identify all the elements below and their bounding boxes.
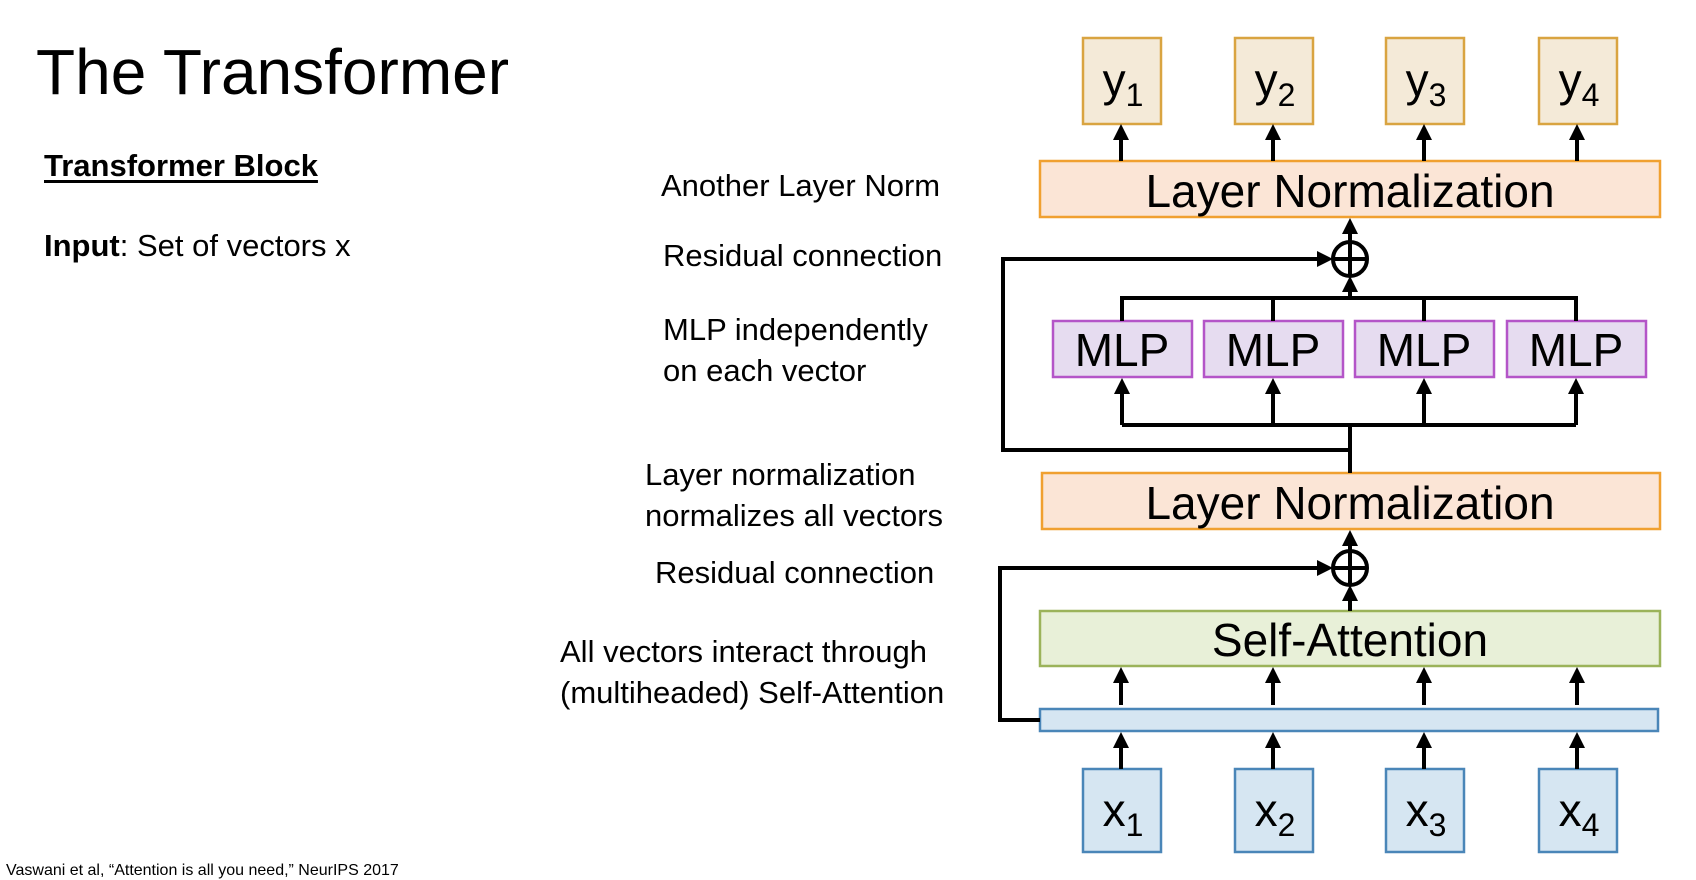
annotation-layernorm-line2: normalizes all vectors: [645, 498, 944, 533]
input-text: : Set of vectors x: [119, 228, 351, 263]
annotation-mlp-line1: MLP independently: [663, 312, 928, 347]
layer-norm-top: [1038, 159, 1662, 219]
input-box-1: [1081, 767, 1163, 854]
mlp-box-1: [1051, 319, 1194, 379]
annotation-layernorm-line1: Layer normalization: [645, 457, 916, 492]
mlp-label-1: MLP: [1075, 324, 1170, 376]
annotation-residual-top: Residual connection: [663, 238, 943, 273]
input-description: Input: Set of vectors x: [44, 228, 351, 264]
mlp-box-4: [1505, 319, 1648, 379]
self-attention-label: Self-Attention: [1212, 614, 1488, 666]
annotation-attn-line1: All vectors interact through: [560, 634, 928, 669]
self-attention-box: [1038, 609, 1662, 668]
input-box-3: [1384, 767, 1466, 854]
output-box-4: [1537, 36, 1619, 126]
input-label-4: x4: [1559, 784, 1600, 843]
section-heading: Transformer Block: [44, 148, 318, 183]
input-label: Input: [44, 228, 120, 263]
input-bar: [1038, 707, 1660, 733]
layer-norm-top-label: Layer Normalization: [1145, 165, 1554, 217]
annotation-another-layer-norm: Another Layer Norm: [661, 168, 941, 203]
layer-norm-mid-label: Layer Normalization: [1145, 477, 1554, 529]
output-label-4: y4: [1559, 54, 1600, 113]
citation: Vaswani et al, “Attention is all you nee…: [6, 862, 399, 879]
mlp-label-4: MLP: [1529, 324, 1624, 376]
mlp-box-2: [1202, 319, 1345, 379]
annotation-residual-bottom: Residual connection: [655, 555, 935, 590]
input-label-2: x2: [1255, 784, 1296, 843]
annotation-mlp-line2: on each vector: [663, 353, 867, 388]
input-label-1: x1: [1103, 784, 1144, 843]
mlp-output-bus: [1120, 296, 1578, 321]
mlp-label-2: MLP: [1226, 324, 1321, 376]
output-label-2: y2: [1255, 54, 1296, 113]
layer-norm-mid: [1040, 471, 1662, 531]
annotation-attn-line2: (multiheaded) Self-Attention: [560, 675, 945, 710]
input-box-2: [1233, 767, 1315, 854]
residual-add-top: [1331, 240, 1369, 278]
output-box-2: [1233, 36, 1315, 126]
mlp-label-3: MLP: [1377, 324, 1472, 376]
residual-add-bottom: [1331, 549, 1369, 587]
residual-path-top: [1001, 251, 1350, 452]
mlp-box-3: [1353, 319, 1496, 379]
output-label-3: y3: [1406, 54, 1447, 113]
slide-title: The Transformer: [36, 36, 510, 108]
output-label-1: y1: [1103, 54, 1144, 113]
residual-path-bottom: [998, 560, 1333, 722]
input-label-3: x3: [1406, 784, 1447, 843]
